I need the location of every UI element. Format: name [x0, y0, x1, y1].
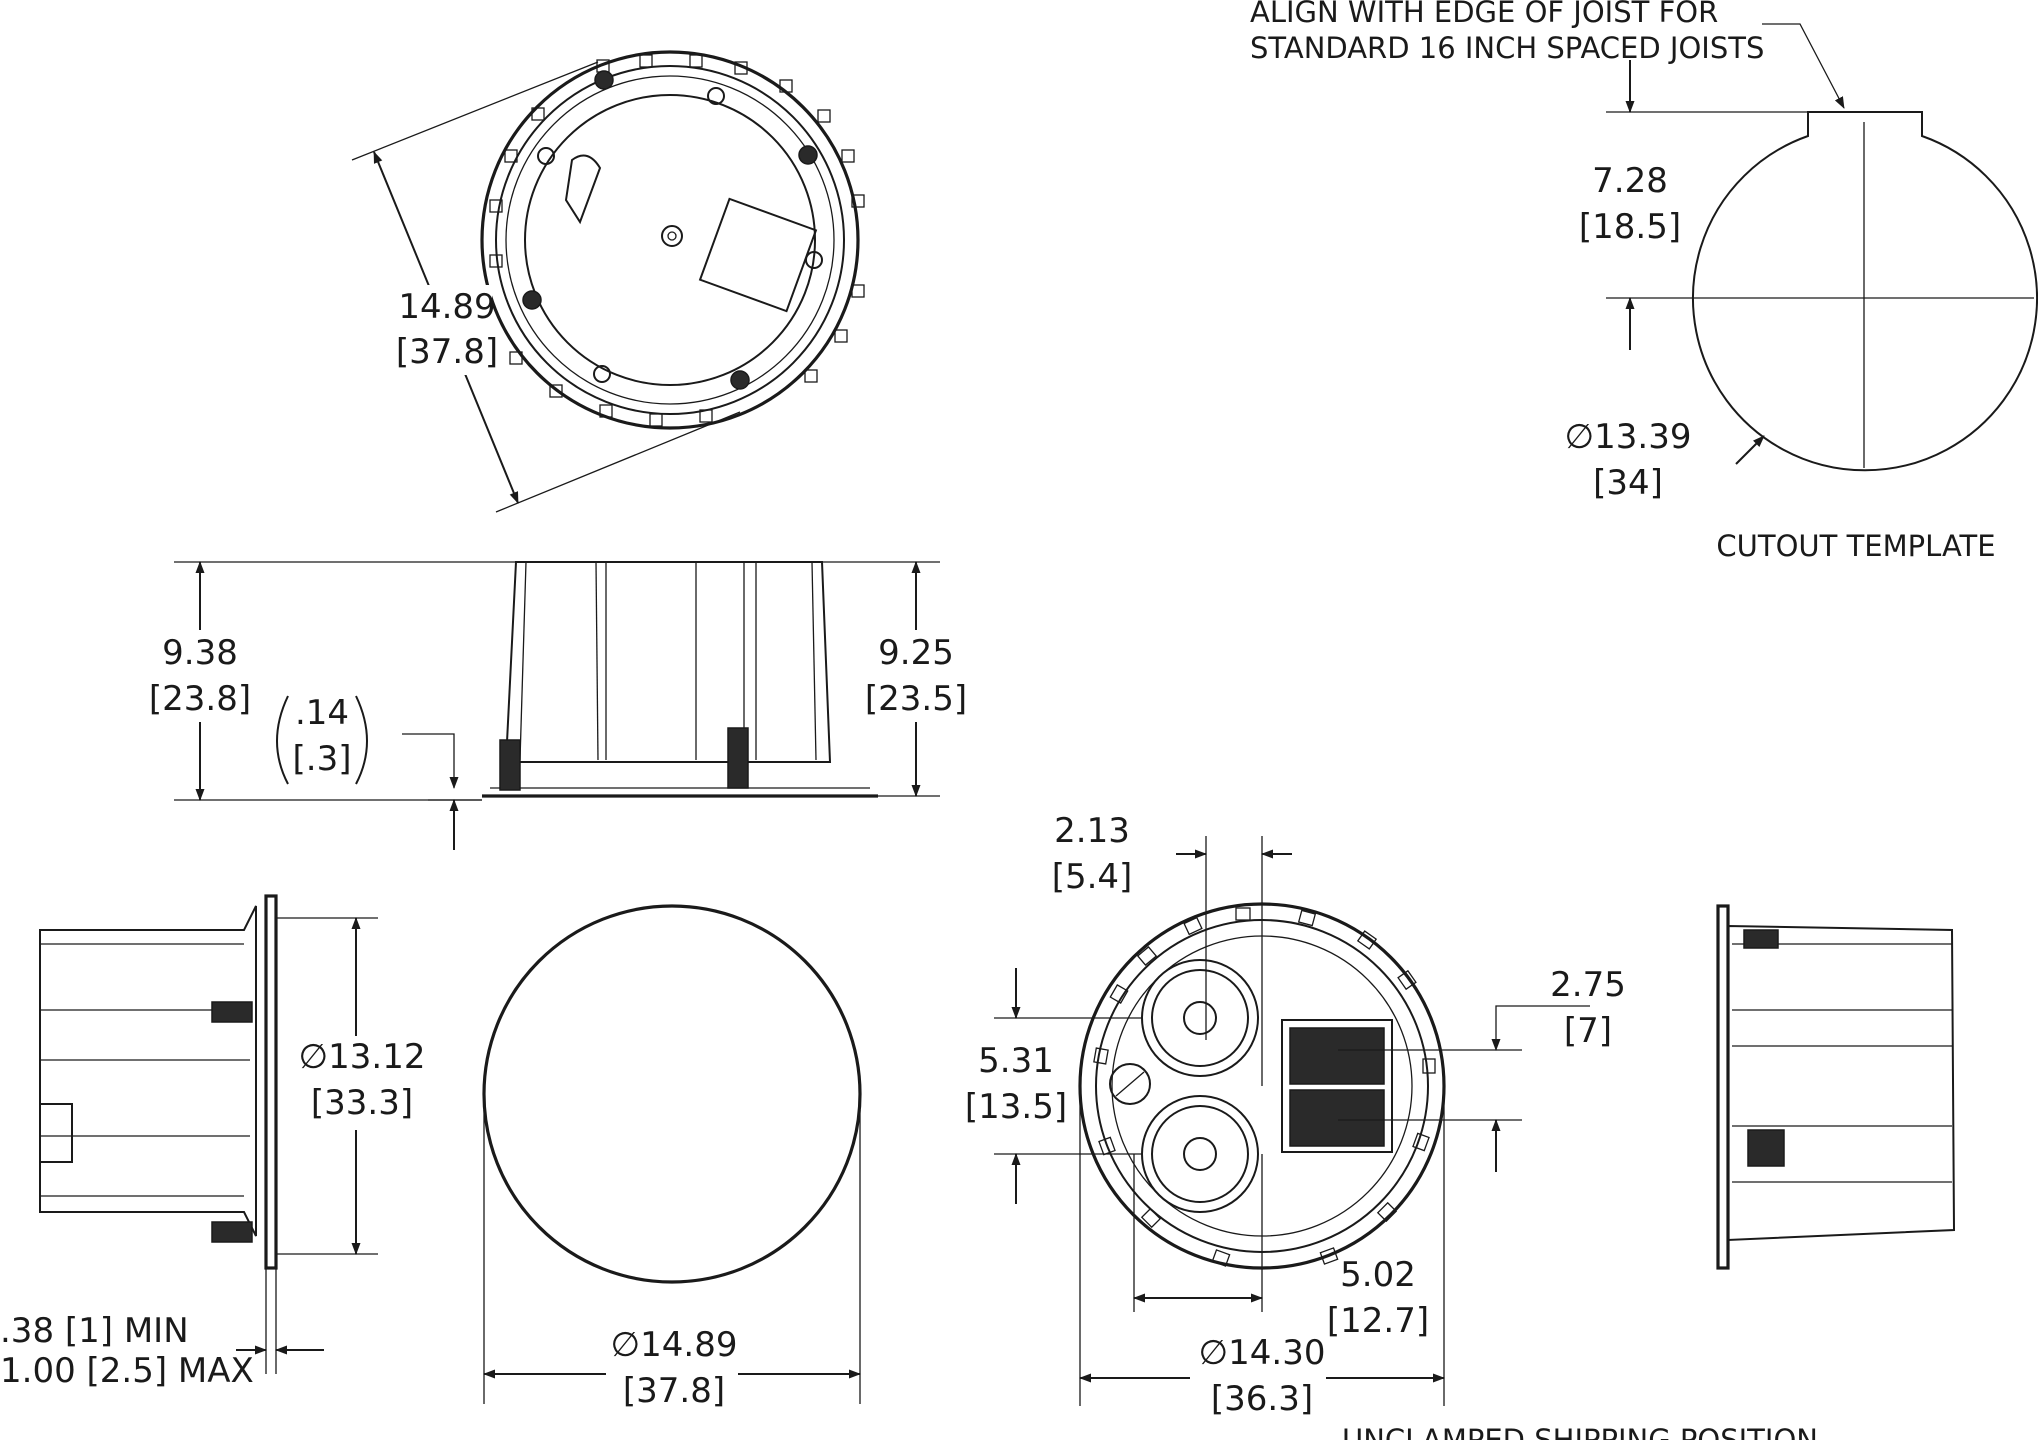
woofer-spacing-in: 5.31: [978, 1041, 1054, 1081]
rear-body: [524, 94, 816, 386]
left-profile: ∅13.12 [33.3] .38 [1] MIN 1.00 [2.5] MAX: [0, 894, 426, 1391]
body-height-cm: [23.5]: [865, 679, 967, 719]
rear-center-hole: [661, 225, 683, 247]
horn-spacing-arrow-top: [1491, 1005, 1590, 1051]
left-profile-body: [39, 905, 257, 1237]
rear-port-vent: [564, 154, 602, 225]
right-clamp-bottom: [1747, 1129, 1785, 1167]
rear-screw-bosses: [537, 87, 823, 383]
front-rim-tabs: [1093, 907, 1436, 1267]
flange-thickness-in: .14: [295, 693, 349, 733]
right-profile: UNCLAMPED SHIPPING POSITION: [1342, 904, 1956, 1445]
grille-circle: [482, 904, 862, 1284]
ceiling-thickness-min: .38 [1] MIN: [0, 1311, 189, 1351]
baffle-cm: [12.7]: [1327, 1301, 1429, 1341]
joist-note-line1: ALIGN WITH EDGE OF JOIST FOR: [1250, 0, 1718, 29]
horn-spacing-in: 2.75: [1550, 965, 1626, 1005]
cutout-template: ALIGN WITH EDGE OF JOIST FOR STANDARD 16…: [1250, 0, 2038, 563]
woofer-spacing-cm: [13.5]: [965, 1087, 1067, 1127]
horn-housing: [1281, 1019, 1393, 1153]
tweeter-horns: [1281, 1019, 1393, 1153]
left-profile-flange: [264, 894, 278, 1270]
front-diameter-cm: [36.3]: [1211, 1379, 1313, 1419]
cutout-diameter-in: ∅13.39: [1565, 417, 1692, 457]
body-height-in: 9.25: [878, 633, 954, 673]
rear-diameter-cm: [37.8]: [396, 332, 498, 372]
rear-label-plate: [698, 197, 818, 313]
rear-dim-extension-bottom: [495, 411, 741, 513]
front-adjust-knob: [1109, 1063, 1151, 1105]
left-diameter-cm: [33.3]: [311, 1083, 413, 1123]
grille-diameter-in: ∅14.89: [611, 1325, 738, 1365]
right-profile-flange: [1716, 904, 1730, 1270]
rear-dim-extension-top: [351, 61, 599, 161]
right-profile-body: [1727, 924, 1956, 1242]
side-clamp-left: [499, 739, 521, 791]
overall-height-cm: [23.8]: [149, 679, 251, 719]
side-elevation: 9.38 [23.8] 9.25 [23.5] .14 [.3]: [149, 561, 967, 850]
cutout-offset-in: 7.28: [1592, 161, 1668, 201]
joist-leader: [1762, 23, 1845, 109]
woofer-lower: [1141, 1095, 1259, 1213]
cutout-offset-cm: [18.5]: [1579, 207, 1681, 247]
front-offset-cm: [5.4]: [1052, 857, 1133, 897]
ceiling-thickness-max: 1.00 [2.5] MAX: [0, 1351, 254, 1391]
cutout-diameter-cm: [34]: [1593, 463, 1663, 503]
left-diameter-in: ∅13.12: [299, 1037, 426, 1077]
cutout-diameter-leader: [1735, 435, 1765, 465]
rear-diameter-in: 14.89: [398, 287, 495, 327]
shipping-position-caption: UNCLAMPED SHIPPING POSITION: [1342, 1423, 1818, 1440]
woofer-upper: [1141, 959, 1259, 1077]
overall-height-in: 9.38: [162, 633, 238, 673]
cutout-outline: [1692, 111, 2038, 472]
rear-mounting-dogs: [522, 70, 818, 390]
paren-left: [276, 695, 289, 785]
horn-spacing-cm: [7]: [1564, 1011, 1612, 1051]
front-view: 2.13 [5.4] 5.31 [13.5] 2.75 [7] 5.02 [12…: [965, 811, 1626, 1426]
horn-upper: [1289, 1027, 1385, 1085]
front-diameter-in: ∅14.30: [1199, 1333, 1326, 1373]
horn-lower: [1289, 1089, 1385, 1147]
rear-view: 14.89 [37.8]: [351, 50, 865, 513]
joist-note-line2: STANDARD 16 INCH SPACED JOISTS: [1250, 31, 1764, 65]
left-clamp-bottom: [211, 1221, 253, 1243]
side-enclosure: [504, 561, 832, 763]
baffle-in: 5.02: [1340, 1255, 1416, 1295]
flange-arrow-top: [402, 733, 459, 789]
right-clamp-top: [1743, 929, 1779, 949]
grille-view: ∅14.89 [37.8]: [482, 904, 862, 1418]
grille-diameter-cm: [37.8]: [623, 1371, 725, 1411]
left-terminal: [39, 1103, 73, 1163]
side-clamp-right: [727, 727, 749, 789]
left-clamp-top: [211, 1001, 253, 1023]
front-offset-in: 2.13: [1054, 811, 1130, 851]
flange-thickness-cm: [.3]: [293, 739, 352, 779]
paren-right: [355, 695, 368, 785]
cutout-caption: CUTOUT TEMPLATE: [1716, 529, 1995, 563]
